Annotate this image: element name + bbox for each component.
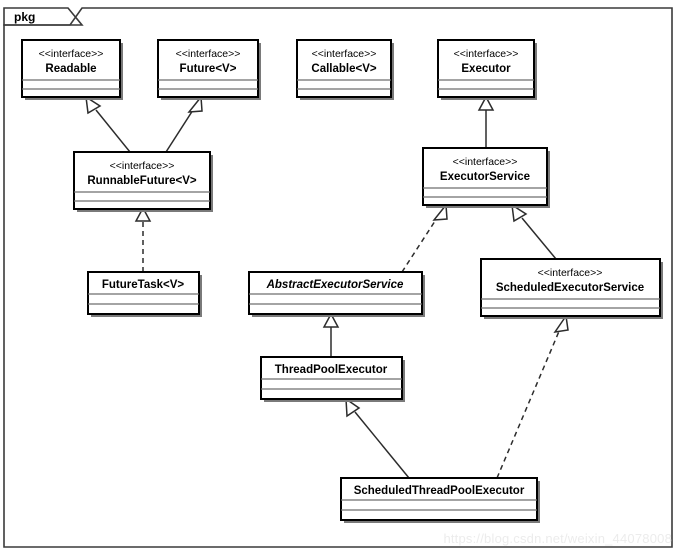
box-body: [248, 271, 423, 315]
class-box-callable[interactable]: <<interface>> Callable<V>: [296, 39, 394, 100]
class-box-scheduledthreadpoolexecutor[interactable]: ScheduledThreadPoolExecutor: [340, 477, 540, 523]
watermark-text: https://blog.csdn.net/weixin_44078008: [443, 531, 672, 546]
relations-layer: [85, 95, 569, 479]
class-name: Executor: [461, 63, 511, 75]
class-name: Callable<V>: [311, 63, 376, 75]
class-name: ScheduledThreadPoolExecutor: [354, 485, 525, 497]
class-box-scheduledexecutorservice[interactable]: <<interface>> ScheduledExecutorService: [480, 258, 663, 319]
rel-line: [521, 217, 557, 260]
generalization-arrowhead-icon: [322, 312, 340, 328]
box-body: [87, 271, 200, 315]
package-label: pkg: [14, 10, 35, 24]
box-body: [157, 39, 259, 98]
class-stereotype: <<interface>>: [538, 267, 603, 279]
rel-scheduledthreadpoolexecutor-threadpoolexecutor: [345, 397, 410, 479]
rel-line: [95, 109, 131, 153]
rel-scheduledexecutorservice-executorservice: [511, 203, 557, 260]
realization-arrowhead-icon: [432, 203, 448, 221]
class-name: ThreadPoolExecutor: [275, 364, 388, 376]
classes-layer: <<interface>> Readable <<interface>> Fut…: [21, 39, 663, 523]
class-box-readable[interactable]: <<interface>> Readable: [21, 39, 123, 100]
generalization-arrowhead-icon: [477, 95, 495, 111]
class-box-runnablefuture[interactable]: <<interface>> RunnableFuture<V>: [73, 151, 213, 212]
class-box-abstractexecutorservice[interactable]: AbstractExecutorService: [248, 271, 425, 317]
class-stereotype: <<interface>>: [454, 48, 519, 60]
box-body: [73, 151, 211, 210]
rel-threadpoolexecutor-abstractexecutorservice: [322, 312, 340, 357]
rel-futuretask-runnablefuture: [134, 206, 152, 272]
box-body: [260, 356, 403, 400]
class-name: Readable: [45, 63, 96, 75]
box-body: [480, 258, 661, 317]
rel-line: [496, 328, 561, 479]
class-name: ExecutorService: [440, 171, 530, 183]
class-stereotype: <<interface>>: [176, 48, 241, 60]
realization-arrowhead-icon: [553, 313, 569, 334]
generalization-arrowhead-icon: [85, 95, 102, 115]
box-body: [340, 477, 538, 521]
package-frame: pkg: [3, 7, 673, 548]
generalization-arrowhead-icon: [345, 397, 361, 418]
class-box-futuretask[interactable]: FutureTask<V>: [87, 271, 202, 317]
class-name: AbstractExecutorService: [266, 279, 404, 291]
class-name: RunnableFuture<V>: [87, 175, 197, 187]
box-body: [422, 147, 548, 206]
rel-scheduledthreadpoolexecutor-scheduledexecutorservice: [496, 313, 569, 479]
class-box-executorservice[interactable]: <<interface>> ExecutorService: [422, 147, 550, 208]
box-body: [437, 39, 535, 98]
generalization-arrowhead-icon: [187, 95, 203, 113]
class-stereotype: <<interface>>: [39, 48, 104, 60]
rel-runnablefuture-future: [165, 95, 203, 153]
rel-line: [354, 411, 410, 479]
rel-runnablefuture-readable: [85, 95, 131, 153]
rel-executorservice-executor: [477, 95, 495, 148]
class-stereotype: <<interface>>: [453, 156, 518, 168]
box-body: [296, 39, 392, 98]
class-box-executor[interactable]: <<interface>> Executor: [437, 39, 537, 100]
box-body: [21, 39, 121, 98]
class-name: ScheduledExecutorService: [496, 282, 644, 294]
generalization-arrowhead-icon: [511, 203, 528, 223]
class-stereotype: <<interface>>: [110, 160, 175, 172]
class-box-threadpoolexecutor[interactable]: ThreadPoolExecutor: [260, 356, 405, 402]
class-stereotype: <<interface>>: [312, 48, 377, 60]
rel-line: [165, 109, 194, 153]
rel-abstractexecutorservice-executorservice: [401, 203, 448, 273]
package-tab: [3, 7, 84, 26]
class-box-future[interactable]: <<interface>> Future<V>: [157, 39, 261, 100]
class-name: FutureTask<V>: [102, 279, 185, 291]
rel-line: [401, 217, 438, 273]
class-name: Future<V>: [180, 63, 237, 75]
realization-arrowhead-icon: [134, 206, 152, 222]
